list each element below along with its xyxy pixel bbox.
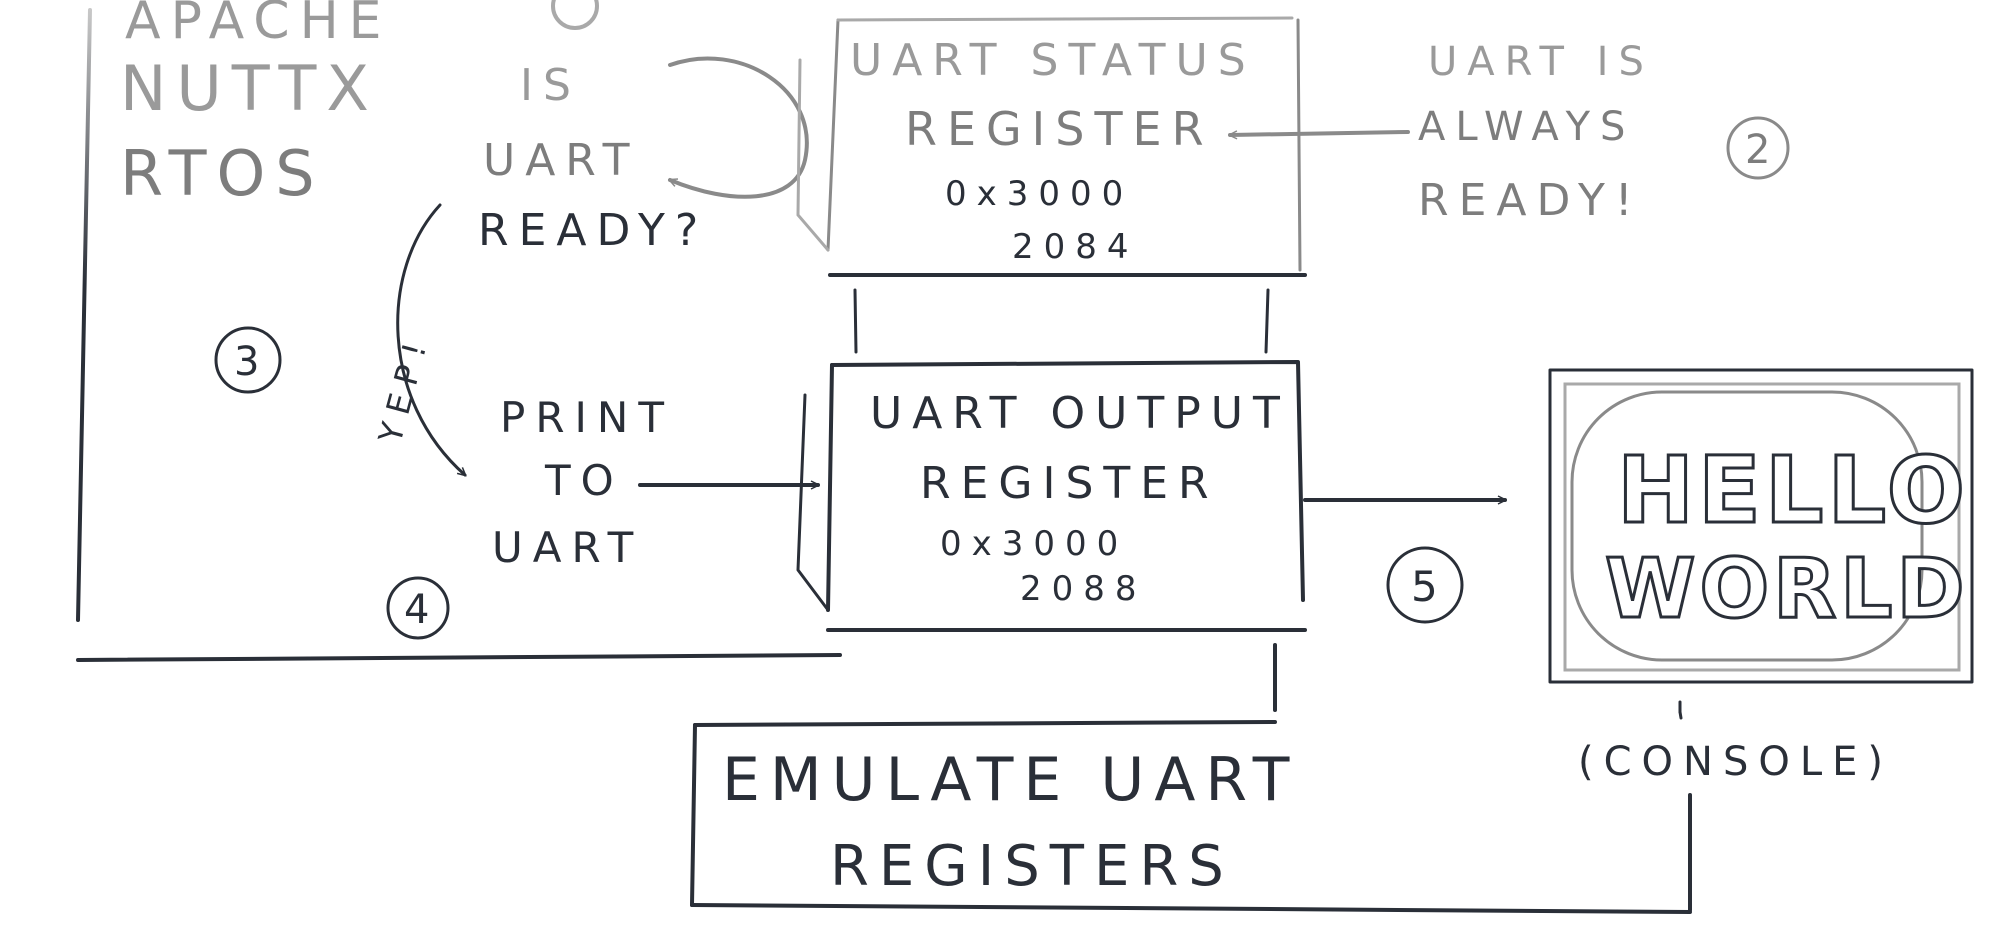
always-line3: READY!	[1418, 175, 1642, 226]
rtos-panel: APACHE NUTTX RTOS	[76, 0, 858, 662]
step-3: 3	[214, 326, 282, 394]
step-2: 2	[1726, 116, 1790, 180]
status-reg-addr2: 2084	[1012, 227, 1139, 267]
output-reg-line2: REGISTER	[920, 458, 1219, 509]
console-box: HELLO WORLD (CONSOLE)	[1548, 368, 1974, 785]
question-line1: IS	[520, 60, 581, 111]
rtos-title-line3: RTOS	[120, 137, 325, 210]
step-4-label: 4	[404, 587, 429, 633]
console-word-hello: HELLO	[1617, 437, 1969, 544]
output-register-box: UART OUTPUT REGISTER 0x3000 2088	[796, 360, 1307, 632]
emulate-line2: REGISTERS	[830, 834, 1234, 899]
always-ready-block: UART IS ALWAYS READY!	[1230, 39, 1654, 226]
print-block: PRINT TO UART	[492, 393, 820, 572]
yep-branch: YEP!	[371, 203, 465, 475]
yep-arrow	[396, 203, 465, 475]
rtos-title-line1: APACHE	[125, 0, 392, 51]
print-line2: TO	[544, 456, 624, 505]
step-1-circle	[551, 0, 599, 30]
status-register-box: UART STATUS REGISTER 0x3000 2084	[796, 16, 1307, 277]
always-line1: UART IS	[1428, 39, 1654, 85]
output-reg-line1: UART OUTPUT	[870, 388, 1290, 439]
console-word-world: WORLD	[1605, 542, 1969, 637]
status-reg-line2: REGISTER	[905, 102, 1214, 156]
always-ready-arrow	[1230, 130, 1410, 135]
emulate-line1: EMULATE UART	[722, 745, 1299, 815]
step-4: 4	[386, 576, 450, 640]
step-3-label: 3	[234, 339, 259, 385]
output-reg-addr2: 2088	[1020, 569, 1147, 609]
always-line2: ALWAYS	[1418, 104, 1635, 150]
status-reg-addr1: 0x3000	[945, 174, 1133, 214]
poll-loop-arrow	[670, 56, 809, 199]
print-line1: PRINT	[500, 393, 674, 442]
emulator-box: EMULATE UART REGISTERS	[690, 643, 1692, 914]
step-2-label: 2	[1745, 127, 1770, 173]
console-screen	[1570, 390, 1924, 662]
register-connector	[853, 288, 1270, 354]
question-line3: READY?	[478, 205, 708, 256]
status-reg-line1: UART STATUS	[850, 35, 1256, 86]
step-5-label: 5	[1411, 562, 1438, 611]
question-line2: UART	[483, 135, 640, 186]
console-caption: (CONSOLE)	[1578, 739, 1893, 785]
print-line3: UART	[492, 523, 643, 572]
question-block: IS UART READY?	[478, 56, 809, 256]
rtos-title-line2: NUTTX	[120, 52, 379, 125]
output-reg-addr1: 0x3000	[940, 524, 1128, 564]
step-5: 5	[1386, 546, 1464, 624]
console-frame	[1548, 368, 1974, 684]
